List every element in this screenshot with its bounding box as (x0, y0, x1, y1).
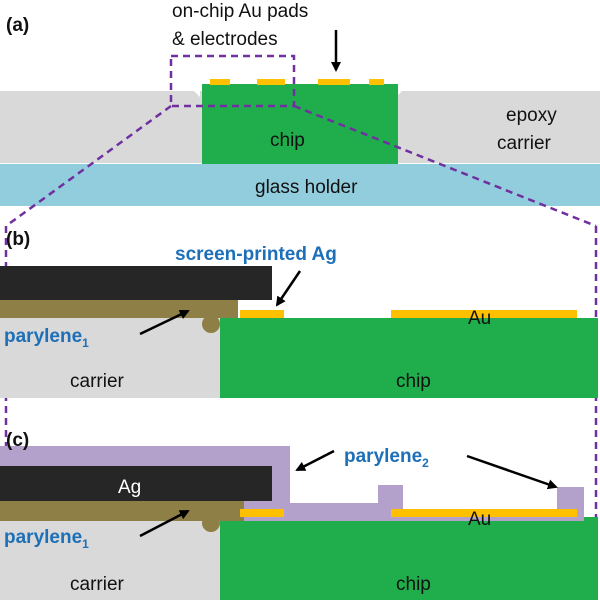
callout-au-pads-line1: on-chip Au pads (172, 1, 308, 22)
panel-a-tag: (a) (6, 15, 29, 36)
panel-c-tag: (c) (6, 430, 29, 451)
parylene1-arrow-b (139, 309, 190, 336)
au-pad-3 (318, 79, 350, 85)
au-pad-4 (369, 79, 384, 85)
au-pad-c-left (240, 509, 284, 517)
chip-c (220, 517, 598, 600)
parylene2-label: parylene2 (344, 446, 429, 470)
au-label-c: Au (468, 509, 491, 530)
parylene1-b (0, 298, 238, 318)
parylene1-drop-b (202, 315, 220, 333)
parylene1-label-b: parylene1 (4, 326, 89, 350)
carrier-label: carrier (497, 133, 552, 154)
ag-label-c: Ag (118, 477, 141, 498)
glass-holder-label: glass holder (255, 177, 358, 198)
callout-au-pads-line2: & electrodes (172, 29, 278, 50)
panel-b-tag: (b) (6, 229, 30, 250)
chip-b (220, 318, 598, 398)
parylene1-label-c: parylene1 (4, 527, 89, 551)
parylene1-drop-c (202, 514, 220, 532)
screen-printed-ag-layer (0, 266, 272, 300)
chip-a-label: chip (270, 130, 305, 151)
panel-c: (c) Ag parylene2 parylene1 Au carrier ch… (0, 430, 598, 600)
panel-b: (b) screen-printed Ag parylene1 Au carri… (0, 229, 598, 398)
au-pad-1 (210, 79, 230, 85)
carrier-notch-left (194, 91, 200, 97)
au-pad-2 (257, 79, 285, 85)
au-label-b: Au (468, 308, 491, 329)
glass-holder (0, 164, 600, 206)
chip-label-b: chip (396, 371, 431, 392)
parylene1-arrow-c (139, 509, 190, 538)
chip-a (202, 84, 398, 164)
parylene2-arrow-left (295, 449, 335, 472)
au-electrode-c (391, 509, 577, 517)
carrier-label-b: carrier (70, 371, 125, 392)
ag-layer-c (0, 466, 272, 501)
epoxy-label: epoxy (506, 105, 557, 126)
ag-label-b: screen-printed Ag (175, 244, 337, 265)
chip-label-c: chip (396, 574, 431, 595)
parylene2-arrow-right (466, 454, 558, 490)
carrier-label-c: carrier (70, 574, 125, 595)
au-electrode-b (391, 310, 577, 318)
au-pad-b-left (240, 310, 284, 318)
ag-arrow-b (275, 270, 302, 307)
